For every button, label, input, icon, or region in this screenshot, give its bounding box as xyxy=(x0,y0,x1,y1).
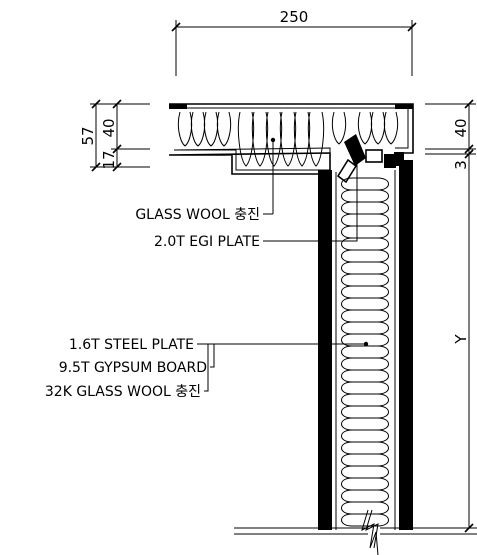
right-gap-dimension: 3 xyxy=(452,160,470,170)
top-dimension: 250 xyxy=(171,8,417,76)
callout-leaders xyxy=(197,137,369,392)
left-upper-dimension: 40 xyxy=(100,118,118,137)
wall-panel xyxy=(318,160,413,530)
left-lower-dimension: 17 xyxy=(100,150,118,169)
left-total-dimension: 57 xyxy=(79,126,97,145)
top-width-dimension: 250 xyxy=(280,8,309,26)
callout-egi-plate: 2.0T EGI PLATE xyxy=(154,234,260,250)
wall-face-left xyxy=(318,170,332,530)
wall-face-right xyxy=(399,160,413,530)
wall-insulation xyxy=(341,177,389,527)
cap-lip-right xyxy=(395,104,413,109)
wall-height-dimension: Y xyxy=(452,334,470,345)
callout-glass-wool-32k: 32K GLASS WOOL 충진 xyxy=(45,384,201,400)
floor-break xyxy=(234,509,477,555)
right-dimension: 40 3 Y xyxy=(425,99,476,533)
right-upper-dimension: 40 xyxy=(452,118,470,137)
callout-steel-plate: 1.6T STEEL PLATE xyxy=(69,337,194,353)
cap-insulation xyxy=(177,111,399,167)
left-dimension: 57 40 17 xyxy=(79,99,150,172)
cap-lip-left xyxy=(169,104,187,109)
top-cap xyxy=(168,103,414,175)
callout-gypsum-board: 9.5T GYPSUM BOARD xyxy=(59,360,207,376)
callout-glass-wool: GLASS WOOL 충진 xyxy=(135,207,260,223)
clip-fastener xyxy=(336,134,404,184)
